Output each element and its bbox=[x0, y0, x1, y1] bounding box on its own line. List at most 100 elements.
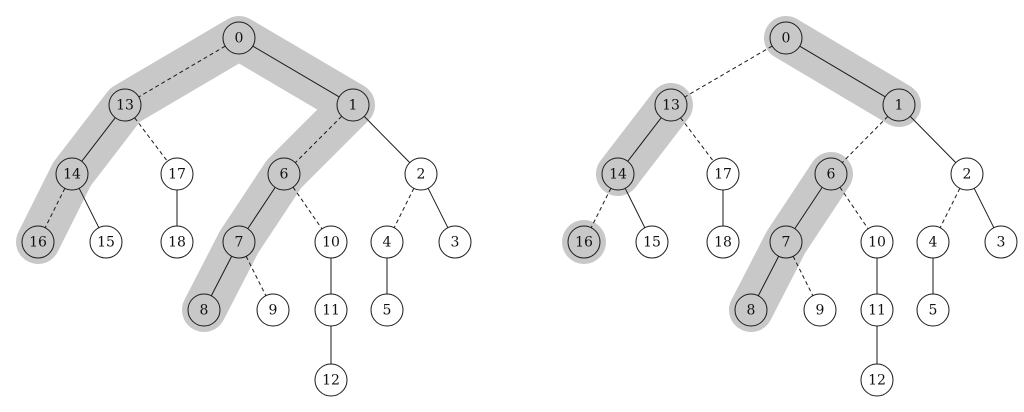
node-label: 12 bbox=[868, 373, 886, 389]
node-label: 7 bbox=[235, 235, 244, 251]
edge-right-14-15 bbox=[624, 188, 646, 228]
node-label: 4 bbox=[929, 235, 938, 251]
node-left-2: 2 bbox=[404, 157, 438, 191]
node-label: 18 bbox=[168, 235, 186, 251]
node-label: 2 bbox=[417, 167, 426, 183]
edge-left-1-2 bbox=[363, 116, 411, 163]
edge-right-0-13 bbox=[684, 45, 773, 98]
edge-left-13-17 bbox=[134, 117, 168, 162]
node-circle bbox=[222, 21, 256, 55]
edge-left-7-8 bbox=[210, 255, 233, 297]
node-left-5: 5 bbox=[370, 293, 404, 327]
node-right-10: 10 bbox=[860, 225, 894, 259]
node-circle bbox=[438, 225, 472, 259]
node-circle bbox=[314, 363, 348, 397]
node-label: 5 bbox=[929, 303, 938, 319]
node-circle bbox=[635, 225, 669, 259]
node-circle bbox=[222, 225, 256, 259]
node-circle bbox=[803, 293, 837, 327]
node-left-12: 12 bbox=[314, 363, 348, 397]
node-left-14: 14 bbox=[55, 157, 89, 191]
node-circle bbox=[706, 225, 740, 259]
node-circle bbox=[984, 225, 1018, 259]
node-circle bbox=[882, 88, 916, 122]
node-circle bbox=[567, 225, 601, 259]
node-right-17: 17 bbox=[706, 157, 740, 191]
node-circle bbox=[55, 157, 89, 191]
node-circle bbox=[370, 225, 404, 259]
node-left-17: 17 bbox=[160, 157, 194, 191]
node-left-9: 9 bbox=[256, 293, 290, 327]
node-label: 16 bbox=[575, 235, 593, 251]
edge-right-13-17 bbox=[680, 117, 714, 162]
node-circle bbox=[706, 157, 740, 191]
node-label: 0 bbox=[235, 31, 244, 47]
node-left-18: 18 bbox=[160, 225, 194, 259]
node-circle bbox=[404, 157, 438, 191]
node-circle bbox=[160, 225, 194, 259]
node-circle bbox=[314, 293, 348, 327]
node-circle bbox=[769, 21, 803, 55]
node-label: 5 bbox=[383, 303, 392, 319]
edge-right-6-10 bbox=[839, 186, 869, 230]
node-label: 7 bbox=[782, 235, 791, 251]
edge-right-6-7 bbox=[794, 187, 823, 229]
node-circle bbox=[108, 88, 142, 122]
edge-right-7-8 bbox=[757, 255, 780, 297]
node-label: 17 bbox=[714, 167, 732, 183]
node-left-6: 6 bbox=[267, 157, 301, 191]
node-circle bbox=[160, 157, 194, 191]
node-label: 3 bbox=[997, 235, 1006, 251]
node-label: 16 bbox=[29, 235, 47, 251]
node-right-16: 16 bbox=[567, 225, 601, 259]
node-circle bbox=[314, 225, 348, 259]
node-left-1: 1 bbox=[336, 88, 370, 122]
node-left-8: 8 bbox=[187, 293, 221, 327]
node-left-11: 11 bbox=[314, 293, 348, 327]
node-circle bbox=[860, 293, 894, 327]
edge-left-13-14 bbox=[81, 117, 116, 162]
node-circle bbox=[21, 225, 55, 259]
node-circle bbox=[734, 293, 768, 327]
node-circle bbox=[916, 225, 950, 259]
node-right-4: 4 bbox=[916, 225, 950, 259]
edge-left-7-9 bbox=[245, 256, 267, 296]
node-right-8: 8 bbox=[734, 293, 768, 327]
node-label: 1 bbox=[349, 98, 358, 114]
node-circle bbox=[336, 88, 370, 122]
node-circle bbox=[601, 157, 635, 191]
node-right-7: 7 bbox=[769, 225, 803, 259]
node-circle bbox=[860, 225, 894, 259]
node-left-15: 15 bbox=[89, 225, 123, 259]
node-right-3: 3 bbox=[984, 225, 1018, 259]
edge-left-2-3 bbox=[427, 188, 449, 228]
node-label: 17 bbox=[168, 167, 186, 183]
node-left-0: 0 bbox=[222, 21, 256, 55]
node-circle bbox=[860, 363, 894, 397]
node-circle bbox=[814, 157, 848, 191]
node-right-12: 12 bbox=[860, 363, 894, 397]
node-right-0: 0 bbox=[769, 21, 803, 55]
node-label: 15 bbox=[97, 235, 115, 251]
edge-right-7-9 bbox=[792, 256, 814, 296]
node-right-9: 9 bbox=[803, 293, 837, 327]
node-circle bbox=[256, 293, 290, 327]
node-circle bbox=[370, 293, 404, 327]
edge-right-13-14 bbox=[627, 117, 662, 162]
node-left-3: 3 bbox=[438, 225, 472, 259]
edge-right-14-16 bbox=[590, 188, 612, 228]
node-right-5: 5 bbox=[916, 293, 950, 327]
node-right-18: 18 bbox=[706, 225, 740, 259]
node-left-4: 4 bbox=[370, 225, 404, 259]
node-label: 6 bbox=[827, 167, 836, 183]
node-circle bbox=[89, 225, 123, 259]
node-label: 11 bbox=[322, 303, 340, 319]
node-right-6: 6 bbox=[814, 157, 848, 191]
node-label: 14 bbox=[609, 167, 627, 183]
node-label: 18 bbox=[714, 235, 732, 251]
node-right-14: 14 bbox=[601, 157, 635, 191]
edge-right-1-6 bbox=[841, 116, 889, 163]
node-label: 9 bbox=[816, 303, 825, 319]
